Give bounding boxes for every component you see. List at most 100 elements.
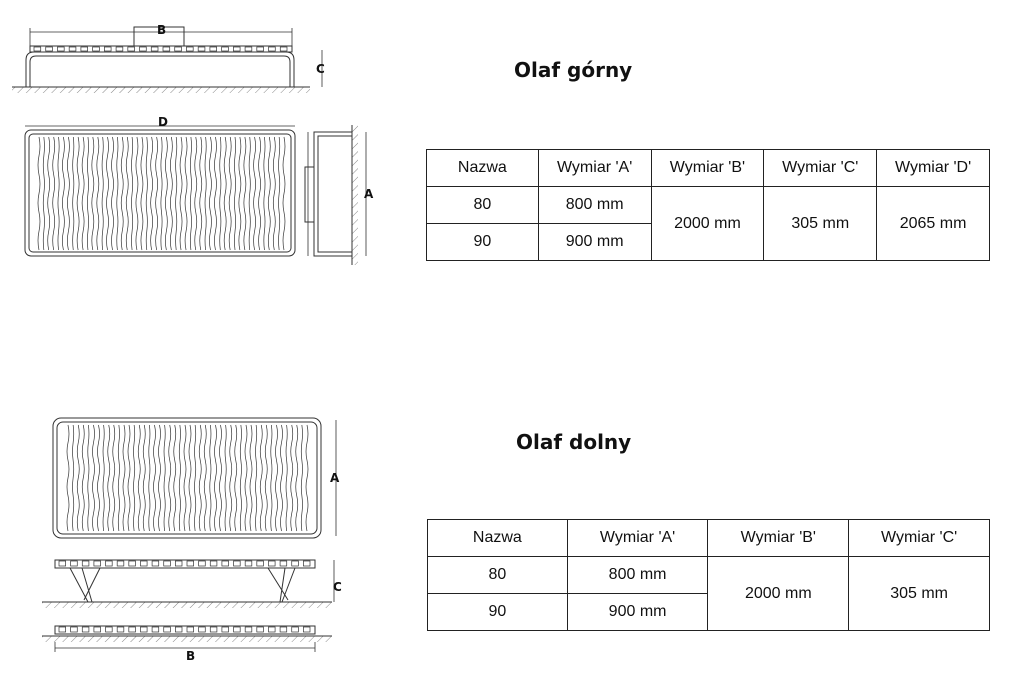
- slat: [115, 46, 124, 52]
- slat: [155, 136, 168, 251]
- header-cell: Nazwa: [427, 519, 568, 557]
- slat: [139, 46, 147, 52]
- slat: [188, 424, 202, 532]
- spec-table-upper: Nazwa Wymiar 'A' Wymiar 'B' Wymiar 'C' W…: [426, 149, 990, 261]
- slat: [203, 424, 217, 532]
- slat: [186, 46, 194, 52]
- header-cell: Wymiar 'B': [650, 149, 765, 187]
- slat: [197, 46, 206, 52]
- slat: [244, 560, 253, 567]
- slat: [151, 626, 160, 633]
- slat: [244, 46, 253, 52]
- slat: [81, 424, 95, 532]
- table-row: 80 800 mm 2000 mm 305 mm: [427, 556, 990, 631]
- slat: [268, 560, 276, 567]
- slat: [127, 424, 141, 532]
- slat: [303, 560, 311, 567]
- slat: [256, 46, 264, 52]
- header-cell: Nazwa: [426, 149, 539, 187]
- slat: [209, 560, 218, 567]
- slat: [68, 46, 77, 52]
- cell-wymiar-b: 2000 mm: [650, 186, 765, 261]
- slat: [33, 46, 42, 52]
- header-cell: Wymiar 'D': [876, 149, 990, 187]
- cell-wymiar-a: 800 mm: [537, 186, 652, 224]
- slat: [112, 424, 126, 532]
- lower-side-view: [42, 559, 335, 608]
- section-title-lower: Olaf dolny: [516, 430, 632, 454]
- table-row: 80 800 mm 2000 mm 305 mm 2065 mm: [426, 186, 990, 261]
- slat: [174, 46, 182, 52]
- lower-top-view: [52, 417, 337, 539]
- cell-wymiar-c: 305 mm: [763, 186, 878, 261]
- cell-nazwa: 80: [426, 186, 539, 224]
- table-row: 90 900 mm: [426, 223, 990, 261]
- slat: [219, 424, 233, 532]
- slat: [116, 626, 125, 633]
- slat: [140, 136, 153, 251]
- slat: [256, 626, 264, 633]
- slat: [221, 626, 229, 633]
- slat: [173, 424, 187, 532]
- slat: [45, 46, 53, 52]
- slat: [52, 136, 65, 251]
- slat: [291, 560, 299, 567]
- cell-wymiar-a: 800 mm: [566, 556, 709, 594]
- slat: [186, 626, 194, 633]
- slat: [303, 626, 311, 633]
- cell-wymiar-b: 2000 mm: [707, 556, 850, 631]
- slat: [264, 424, 278, 532]
- slat: [81, 560, 90, 567]
- slat: [128, 560, 136, 567]
- slat: [175, 626, 183, 633]
- header-cell: Wymiar 'B': [707, 519, 850, 557]
- slat: [151, 560, 160, 567]
- slat: [199, 136, 212, 251]
- slat: [256, 560, 264, 567]
- slat: [280, 424, 294, 532]
- slat: [186, 560, 194, 567]
- spec-table-lower: Nazwa Wymiar 'A' Wymiar 'B' Wymiar 'C' 8…: [427, 519, 990, 631]
- slat: [70, 560, 78, 567]
- slat: [57, 46, 65, 52]
- slat: [258, 136, 271, 251]
- slat: [163, 560, 171, 567]
- slat: [279, 560, 288, 567]
- slat: [125, 136, 139, 251]
- table-header-row: Nazwa Wymiar 'A' Wymiar 'B' Wymiar 'C' W…: [426, 149, 990, 187]
- cell-wymiar-a: 900 mm: [537, 223, 652, 261]
- slat: [96, 136, 109, 251]
- slat: [163, 626, 171, 633]
- slat: [97, 424, 111, 532]
- slat: [111, 136, 124, 251]
- slat: [80, 46, 88, 52]
- slat: [150, 46, 159, 52]
- slat: [234, 424, 248, 532]
- slat: [272, 136, 286, 251]
- slat: [209, 46, 217, 52]
- slat: [184, 136, 198, 251]
- cell-wymiar-a: 900 mm: [566, 593, 709, 631]
- lower-dim-a-label: A: [330, 471, 340, 485]
- upper-dim-a-label: A: [364, 187, 374, 201]
- slat: [128, 626, 136, 633]
- slat: [221, 560, 229, 567]
- slat: [243, 136, 256, 251]
- slat: [249, 424, 263, 532]
- slat: [105, 560, 113, 567]
- slat: [170, 136, 183, 251]
- slat: [233, 46, 241, 52]
- slat: [295, 424, 309, 532]
- slat: [127, 46, 135, 52]
- slat: [198, 560, 206, 567]
- slat: [221, 46, 229, 52]
- section-title-upper: Olaf górny: [514, 58, 633, 82]
- cell-wymiar-c: 305 mm: [848, 556, 990, 631]
- cell-nazwa: 90: [427, 593, 568, 631]
- slat: [81, 136, 95, 251]
- slat: [92, 46, 100, 52]
- slat: [228, 136, 242, 251]
- upper-dim-b-label: B: [157, 23, 166, 37]
- slat: [70, 626, 78, 633]
